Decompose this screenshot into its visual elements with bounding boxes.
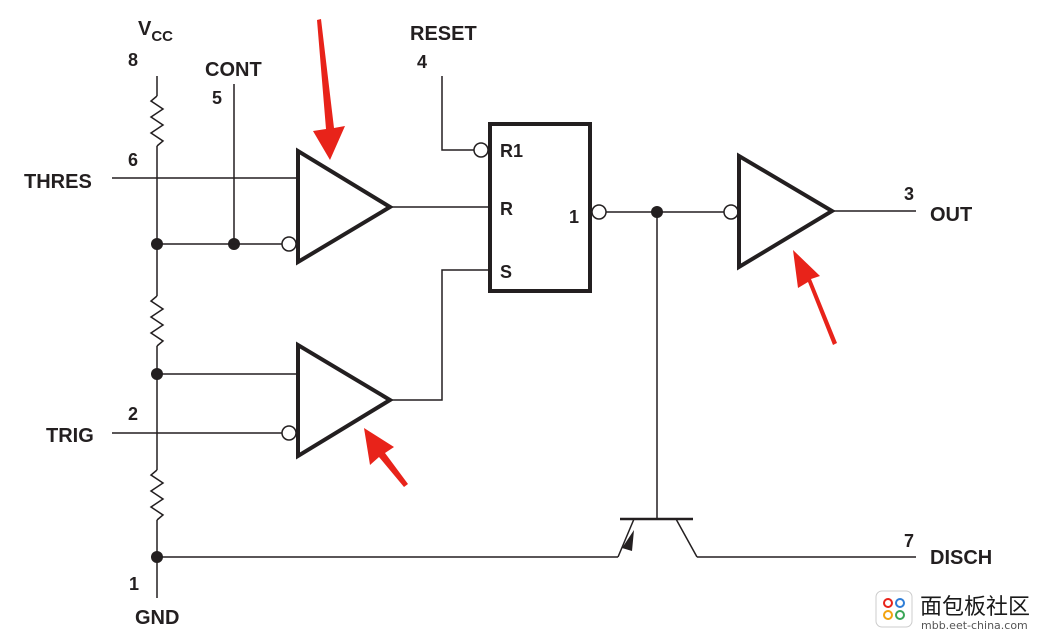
watermark-url: mbb.eet-china.com — [921, 619, 1028, 632]
output-buffer — [737, 152, 836, 271]
comparator-threshold — [296, 147, 394, 266]
inverting-bubble — [281, 425, 297, 441]
pin-3-number: 3 — [904, 184, 914, 204]
ff-s-label: S — [500, 262, 512, 282]
resistor-top — [149, 95, 165, 147]
inverting-bubble — [281, 236, 297, 252]
comp2-to-s — [390, 269, 490, 401]
pin-7-number: 7 — [904, 531, 914, 551]
annotation-arrow-output — [793, 250, 837, 345]
resistor-middle — [149, 295, 165, 347]
ff-r-label: R — [500, 199, 513, 219]
watermark-title: 面包板社区 — [920, 595, 1030, 620]
pin-8-number: 8 — [128, 50, 138, 70]
resistor-divider — [149, 76, 165, 598]
transistor-collector — [675, 518, 698, 558]
flip-flop-block — [488, 122, 592, 293]
emitter-arrow-icon — [622, 530, 634, 551]
gnd-label: GND — [135, 607, 179, 629]
inverting-bubble — [473, 142, 489, 158]
reset-wire — [441, 76, 474, 151]
watermark-logo-icon — [875, 590, 913, 628]
pin-5-number: 5 — [212, 88, 222, 108]
cont-label: CONT — [205, 59, 262, 81]
transistor-emitter — [617, 518, 635, 558]
watermark: 面包板社区 mbb.eet-china.com — [875, 590, 1030, 632]
trig-label: TRIG — [46, 425, 94, 447]
ff-output-number: 1 — [569, 207, 579, 227]
vcc-label: VCC — [138, 18, 173, 45]
disch-label: DISCH — [930, 547, 992, 569]
out-label: OUT — [930, 204, 972, 226]
pin-1-number: 1 — [129, 574, 139, 594]
inverting-bubble — [723, 204, 739, 220]
ff-r1-label: R1 — [500, 141, 523, 161]
pin-2-number: 2 — [128, 404, 138, 424]
inverting-bubble — [591, 204, 607, 220]
thres-label: THRES — [24, 171, 92, 193]
pin-6-number: 6 — [128, 150, 138, 170]
comparator-trigger — [296, 341, 394, 460]
annotation-arrow-trigger — [364, 428, 408, 487]
reset-label: RESET — [410, 23, 477, 45]
pin-4-number: 4 — [417, 52, 427, 72]
resistor-bottom — [149, 469, 165, 521]
annotation-arrow-top — [313, 19, 345, 160]
